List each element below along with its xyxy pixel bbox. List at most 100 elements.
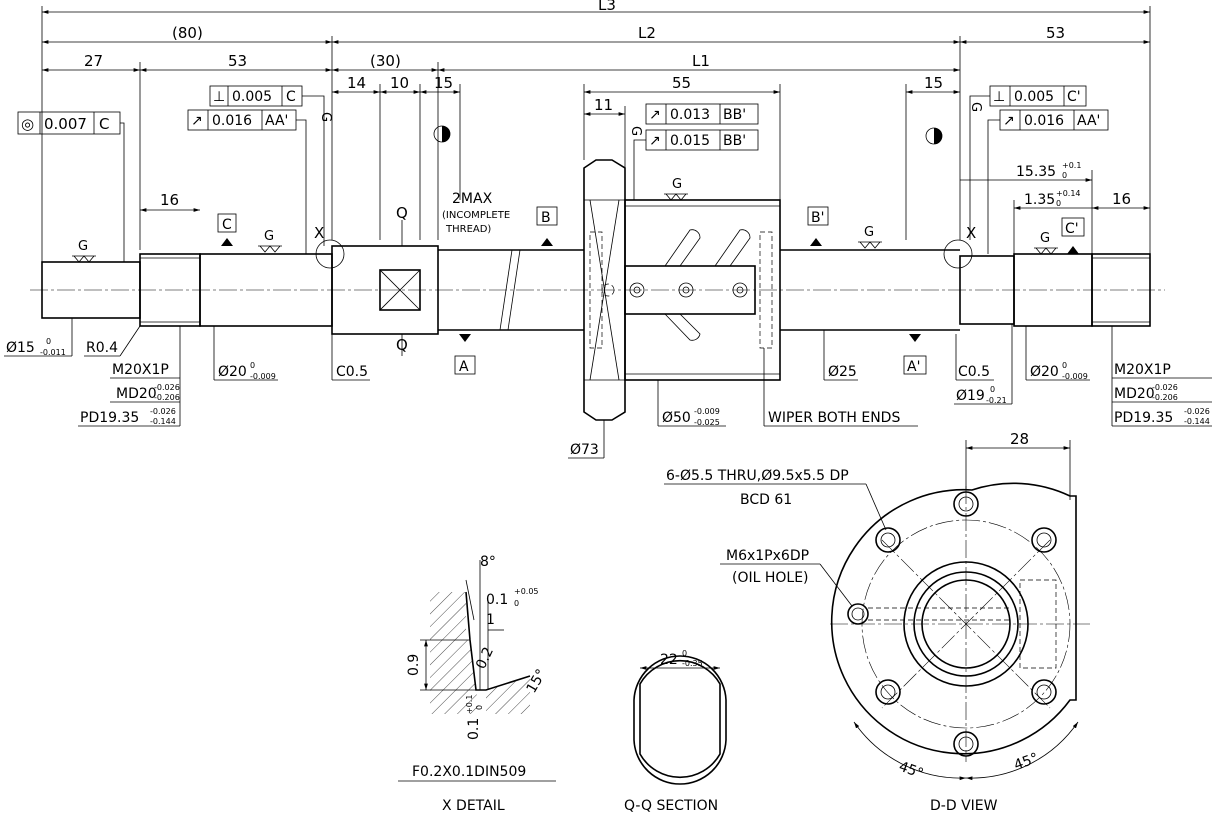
incomplete-thread-2: THREAD) bbox=[445, 224, 491, 235]
svg-text:0: 0 bbox=[1062, 171, 1067, 180]
dim-27: 27 bbox=[84, 52, 103, 70]
perp-left-datum: C bbox=[286, 89, 296, 105]
holes-label: 6-Ø5.5 THRU,Ø9.5x5.5 DP bbox=[666, 468, 849, 484]
svg-text:+0.05: +0.05 bbox=[514, 587, 539, 596]
svg-text:-0.35: -0.35 bbox=[682, 659, 703, 668]
tolerance-frames: ◎ 0.007 C ⊥ 0.005 C ↗ 0.016 AA' ↗ 0.013 … bbox=[17, 85, 1109, 262]
svg-text:0: 0 bbox=[990, 385, 995, 394]
svg-text:-0.026: -0.026 bbox=[154, 383, 180, 392]
svg-text:0: 0 bbox=[514, 599, 519, 608]
d20-left-label: Ø20 bbox=[218, 364, 247, 380]
q-bottom-label: Q bbox=[396, 336, 408, 354]
dim-11: 11 bbox=[594, 96, 613, 114]
svg-text:G: G bbox=[264, 229, 274, 244]
svg-text:-0.206: -0.206 bbox=[1152, 393, 1178, 402]
concentricity-value: 0.007 bbox=[44, 115, 87, 133]
x-detail-02: 0.2 bbox=[473, 645, 497, 672]
svg-text:-0.026: -0.026 bbox=[1184, 407, 1210, 416]
m20-left: M20X1P bbox=[112, 362, 169, 378]
x-detail-01: 0.1 bbox=[486, 592, 508, 608]
svg-text:-0.009: -0.009 bbox=[694, 407, 720, 416]
angle-right: 45° bbox=[1012, 750, 1041, 774]
dim-15-right: 15 bbox=[924, 74, 943, 92]
x-detail-8deg: 8° bbox=[480, 554, 496, 570]
svg-text:G: G bbox=[968, 102, 983, 112]
q-section-width: 22 bbox=[660, 652, 678, 668]
dim-16-right: 16 bbox=[1112, 190, 1131, 208]
dim-15-35: 15.35 bbox=[1016, 164, 1056, 180]
dim-53-left: 53 bbox=[228, 52, 247, 70]
svg-text:-0.009: -0.009 bbox=[1062, 372, 1088, 381]
d25-label: Ø25 bbox=[828, 364, 857, 380]
datum-b: B bbox=[541, 210, 551, 226]
grind-marks: G G G G G G G G bbox=[72, 102, 1058, 263]
dim-1-35: 1.35 bbox=[1024, 192, 1055, 208]
perp-left-value: 0.005 bbox=[232, 89, 272, 105]
x-right-label: X bbox=[966, 224, 976, 242]
svg-text:0: 0 bbox=[1062, 361, 1067, 370]
datum-c: C bbox=[222, 217, 232, 233]
d-view-title: D-D VIEW bbox=[930, 798, 998, 814]
md20-left: MD20 bbox=[116, 386, 157, 402]
runout-left-datum: AA' bbox=[265, 113, 288, 129]
concentricity-datum: C bbox=[99, 115, 109, 133]
angle-left: 45° bbox=[897, 759, 926, 783]
x-detail-undercut: F0.2X0.1DIN509 bbox=[412, 764, 526, 780]
oil-hole-1: M6x1Px6DP bbox=[726, 548, 809, 564]
svg-text:G: G bbox=[318, 112, 333, 122]
svg-text:-0.206: -0.206 bbox=[154, 393, 180, 402]
wiper-label: WIPER BOTH ENDS bbox=[768, 410, 900, 426]
runout-left-value: 0.016 bbox=[212, 113, 252, 129]
runout-nut-1-symbol: ↗ bbox=[649, 107, 661, 123]
oil-hole-2: (OIL HOLE) bbox=[732, 570, 809, 586]
perp-right-symbol: ⊥ bbox=[993, 89, 1005, 105]
perp-right-value: 0.005 bbox=[1014, 89, 1054, 105]
svg-text:G: G bbox=[78, 239, 88, 254]
runout-right-value: 0.016 bbox=[1024, 113, 1064, 129]
x-left-label: X bbox=[314, 224, 324, 242]
runout-nut-2-value: 0.015 bbox=[670, 133, 710, 149]
svg-text:0: 0 bbox=[250, 361, 255, 370]
pd-left: PD19.35 bbox=[80, 410, 139, 426]
bcd-label: BCD 61 bbox=[740, 492, 792, 508]
d15-label: Ø15 bbox=[6, 340, 35, 356]
dim-28: 28 bbox=[1010, 430, 1029, 448]
svg-text:G: G bbox=[864, 225, 874, 240]
dim-80: (80) bbox=[172, 24, 203, 42]
x-detail-01-v: 0.1 bbox=[466, 718, 482, 740]
dim-l3: L3 bbox=[598, 0, 616, 14]
datum-c-prime: C' bbox=[1065, 221, 1079, 237]
x-detail: 8° 0.1 +0.05 0 1 0.2 0.9 15° 0.1 +0.1 0 … bbox=[398, 554, 556, 814]
svg-text:-0.144: -0.144 bbox=[1184, 417, 1210, 426]
datum-b-prime: B' bbox=[811, 210, 824, 226]
d-d-view: 28 45° 45° 6-Ø5.5 THRU,Ø9.5x5.5 DP BCD 6… bbox=[664, 430, 1090, 814]
dim-55: 55 bbox=[672, 74, 691, 92]
runout-nut-2-datum: BB' bbox=[723, 133, 746, 149]
datum-a: A bbox=[459, 359, 469, 375]
right-callouts: 15.35 +0.1 0 1.35 +0.14 0 16 C0.5 Ø19 0 … bbox=[954, 161, 1212, 427]
svg-text:+0.14: +0.14 bbox=[1056, 189, 1081, 198]
svg-text:G: G bbox=[1040, 231, 1050, 246]
dim-30: (30) bbox=[370, 52, 401, 70]
svg-text:0: 0 bbox=[475, 705, 484, 710]
dim-10: 10 bbox=[390, 74, 409, 92]
svg-text:-0.026: -0.026 bbox=[150, 407, 176, 416]
d50-label: Ø50 bbox=[662, 410, 691, 426]
svg-text:-0.025: -0.025 bbox=[694, 418, 720, 427]
top-dimensions: L3 (80) L2 53 27 53 (30) L1 14 10 15 55 … bbox=[41, 0, 1151, 270]
runout-nut-2-symbol: ↗ bbox=[649, 133, 661, 149]
q-q-section: 22 0 -0.35 Q-Q SECTION bbox=[624, 649, 727, 814]
svg-text:-0.011: -0.011 bbox=[40, 348, 66, 357]
c05-left-label: C0.5 bbox=[336, 364, 368, 380]
dim-53-right: 53 bbox=[1046, 24, 1065, 42]
svg-text:-0.144: -0.144 bbox=[150, 417, 176, 426]
datum-flags: C B A B' A' C' bbox=[217, 206, 1085, 375]
runout-nut-1-datum: BB' bbox=[723, 107, 746, 123]
svg-text:0: 0 bbox=[682, 649, 687, 658]
dim-14: 14 bbox=[347, 74, 366, 92]
dim-16-left: 16 bbox=[160, 191, 179, 209]
x-detail-title: X DETAIL bbox=[442, 798, 505, 814]
m20-right: M20X1P bbox=[1114, 362, 1171, 378]
r04-label: R0.4 bbox=[86, 340, 118, 356]
d20-right-label: Ø20 bbox=[1030, 364, 1059, 380]
